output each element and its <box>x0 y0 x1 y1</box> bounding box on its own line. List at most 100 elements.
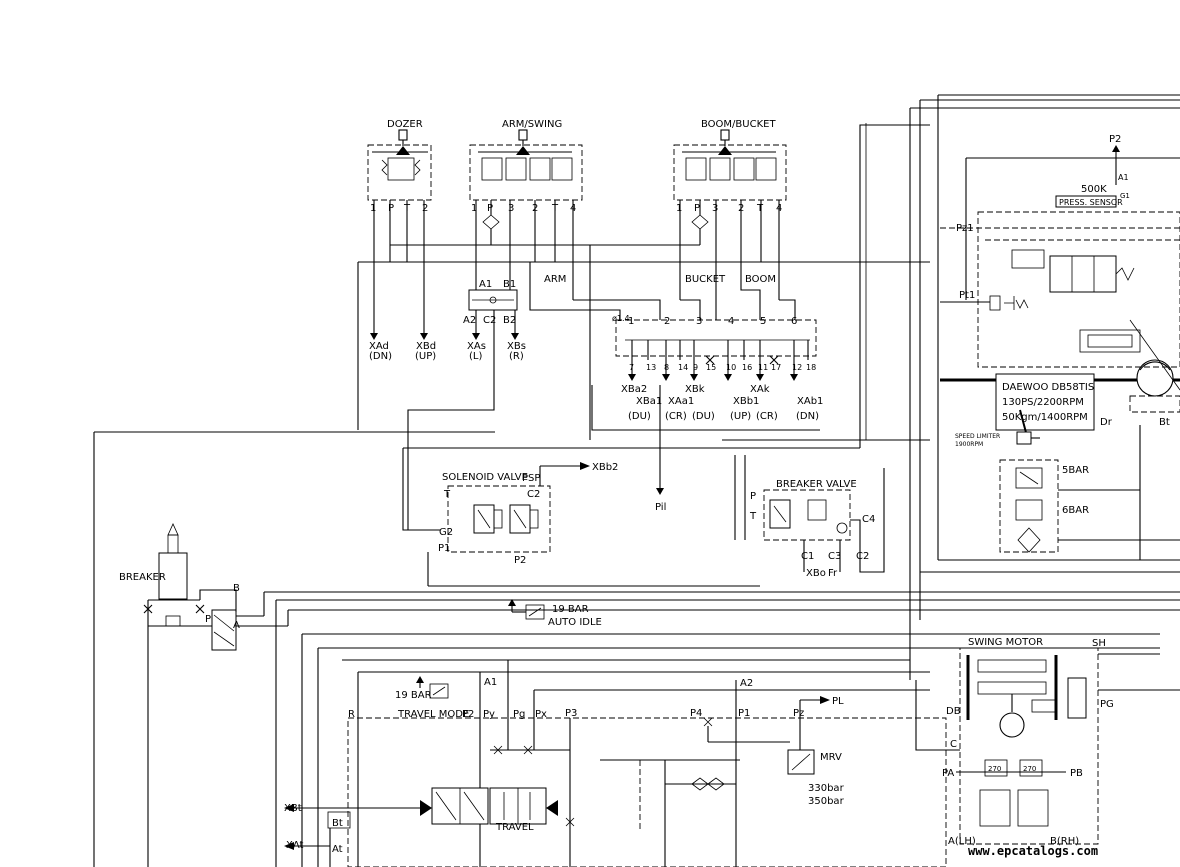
boom-port: 1 <box>676 203 682 214</box>
svg-text:4: 4 <box>728 316 734 327</box>
svg-text:DB: DB <box>946 706 961 717</box>
svg-text:11: 11 <box>758 363 768 372</box>
boom-port: P <box>694 203 700 214</box>
svg-text:500K: 500K <box>1081 184 1107 195</box>
svg-text:G2: G2 <box>439 527 453 538</box>
svg-text:P3: P3 <box>565 708 577 719</box>
solenoid-valve: SOLENOID VALVE T PSP C2 G2 P1 P2 XBb2 <box>438 462 618 566</box>
arm-port: T <box>551 203 559 214</box>
speed-limiter-label: SPEED LIMITER <box>955 433 1000 440</box>
shuttle-block: A1 B1 A2 C2 B2 <box>407 279 518 530</box>
svg-text:6BAR: 6BAR <box>1062 505 1089 516</box>
svg-text:1: 1 <box>628 316 634 327</box>
svg-text:330bar: 330bar <box>808 783 845 794</box>
svg-text:A1: A1 <box>1118 173 1129 182</box>
port-pl: PL <box>832 696 844 707</box>
svg-text:PB: PB <box>1070 768 1083 779</box>
svg-text:XAb1: XAb1 <box>797 396 823 407</box>
port-xat: XAt <box>286 840 304 851</box>
travel-mode-label: TRAVEL MODE <box>397 709 469 720</box>
port-xbb2: XBb2 <box>592 462 618 473</box>
dozer-port: T <box>403 203 411 214</box>
svg-text:(DN): (DN) <box>796 411 819 422</box>
port-xbd: XBd <box>416 341 436 352</box>
svg-text:Bt: Bt <box>332 818 343 829</box>
svg-text:B: B <box>233 583 240 594</box>
engine-power: 130PS/2200RPM <box>1002 397 1084 408</box>
svg-text:(DU): (DU) <box>692 411 715 422</box>
breaker-label: BREAKER <box>119 572 166 583</box>
svg-text:P4: P4 <box>690 708 702 719</box>
svg-text:(R): (R) <box>509 351 524 362</box>
svg-text:XAa1: XAa1 <box>668 396 694 407</box>
watermark: www.epcatalogs.com <box>968 844 1098 858</box>
svg-text:Pg: Pg <box>513 709 525 720</box>
arm-port: P <box>487 203 493 214</box>
arm-port: 4 <box>570 203 576 214</box>
svg-text:P1: P1 <box>438 543 450 554</box>
svg-text:19 BAR: 19 BAR <box>552 604 589 615</box>
swing-motor-label: SWING MOTOR <box>968 637 1043 648</box>
dozer-port: 2 <box>422 203 428 214</box>
svg-text:Dr: Dr <box>1100 417 1113 428</box>
svg-text:15: 15 <box>706 363 716 372</box>
breaker-valve-label: BREAKER VALVE <box>776 479 857 490</box>
svg-text:T: T <box>749 511 757 522</box>
svg-text:A1: A1 <box>479 279 492 290</box>
port-pil: Pil <box>655 502 666 513</box>
svg-text:C2: C2 <box>483 315 496 326</box>
svg-text:A1: A1 <box>484 677 497 688</box>
svg-text:P2: P2 <box>1109 134 1121 145</box>
port-xbo: XBo <box>806 568 826 579</box>
svg-text:C: C <box>950 739 957 750</box>
arm-swing-pilot-valve: ARM/SWING 1 P 3 2 T 4 <box>469 119 583 300</box>
svg-text:XBk: XBk <box>685 384 705 395</box>
svg-text:Pz: Pz <box>793 708 804 719</box>
boom-line-label: BOOM <box>745 274 776 285</box>
svg-text:13: 13 <box>646 363 656 372</box>
svg-text:10: 10 <box>726 363 736 372</box>
svg-text:(L): (L) <box>469 351 482 362</box>
svg-text:(CR): (CR) <box>756 411 778 422</box>
svg-text:C2: C2 <box>527 489 540 500</box>
port-xas: XAs <box>467 341 486 352</box>
mrv-label: MRV <box>820 752 842 763</box>
svg-text:XAk: XAk <box>750 384 770 395</box>
svg-text:B(RH): B(RH) <box>1050 836 1079 847</box>
svg-text:(DN): (DN) <box>369 351 392 362</box>
bucket-line-label: BUCKET <box>685 274 726 285</box>
boom-port: 3 <box>712 203 718 214</box>
pilot-pump-relief: 5BAR 6BAR <box>999 425 1180 560</box>
solenoid-valve-label: SOLENOID VALVE <box>442 472 528 483</box>
port-fr: Fr <box>828 568 838 579</box>
svg-text:2: 2 <box>664 316 670 327</box>
svg-text:8: 8 <box>664 363 669 372</box>
swing-motor: SWING MOTOR SH PG DB C PA PB 270 270 A(L… <box>915 637 1180 847</box>
boom-bucket-pilot-valve: BOOM/BUCKET 1 P 3 2 T 4 <box>673 119 787 320</box>
arm-port: 1 <box>471 203 477 214</box>
svg-text:A(LH): A(LH) <box>948 836 976 847</box>
pump-regulator: P2 A1 500K G1 PRESS. SENSOR Pz1 Pt1 <box>940 134 1180 397</box>
svg-text:PG: PG <box>1100 699 1114 710</box>
svg-text:5BAR: 5BAR <box>1062 465 1089 476</box>
boom-bucket-label: BOOM/BUCKET <box>701 119 776 130</box>
arm-line-label: ARM <box>544 274 566 285</box>
port-xbs: XBs <box>507 341 526 352</box>
engine-model: DAEWOO DB58TIS <box>1002 382 1094 393</box>
svg-text:XBa1: XBa1 <box>636 396 662 407</box>
dozer-port: P <box>388 203 394 214</box>
svg-text:C2: C2 <box>856 551 869 562</box>
svg-text:6: 6 <box>791 316 797 327</box>
svg-text:P2: P2 <box>462 709 474 720</box>
svg-text:(UP): (UP) <box>730 411 751 422</box>
mcv-pilot-block: ø1.4 1 2 3 4 5 6 7 13 8 14 9 15 10 16 11… <box>612 314 817 375</box>
svg-text:Pt1: Pt1 <box>959 290 975 301</box>
svg-text:C1: C1 <box>801 551 814 562</box>
svg-text:(CR): (CR) <box>665 411 687 422</box>
svg-text:3: 3 <box>696 316 702 327</box>
dozer-pilot-valve: DOZER 1 P T 2 <box>367 119 432 335</box>
svg-text:P: P <box>205 614 211 625</box>
svg-text:Py: Py <box>483 709 495 720</box>
